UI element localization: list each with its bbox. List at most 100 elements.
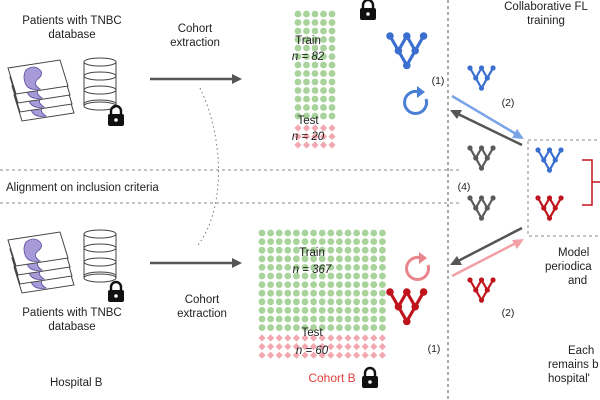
- train-sample: [303, 78, 310, 86]
- train-sample: [293, 229, 300, 237]
- cohort-b-label: Cohort B: [308, 371, 356, 385]
- train-sample: [318, 307, 326, 314]
- train-sample: [310, 255, 317, 263]
- train-sample: [258, 307, 266, 314]
- train-sample: [258, 229, 266, 237]
- train-sample: [328, 53, 336, 60]
- train-sample: [318, 238, 326, 246]
- train-sample: [344, 298, 352, 306]
- train-sample: [267, 315, 274, 323]
- model-text-line3: and: [568, 275, 588, 287]
- test-sample: [292, 351, 300, 359]
- train-sample: [303, 27, 310, 35]
- train-sample: [318, 289, 326, 297]
- model-network-icon-red-aggregate: [535, 195, 564, 221]
- download-arrow-gray-top: [450, 110, 523, 147]
- train-sample: [275, 229, 283, 237]
- model-network-icon-gray-top: [467, 145, 496, 171]
- train-sample: [370, 229, 378, 237]
- train-sample: [370, 272, 378, 280]
- train-sample: [320, 104, 327, 111]
- test-sample: [370, 334, 378, 342]
- model-network-icon-blue-small: [467, 65, 496, 91]
- train-sample: [353, 255, 360, 263]
- train-sample: [284, 324, 292, 331]
- train-sample: [336, 315, 343, 323]
- train-sample: [303, 53, 310, 60]
- train-sample: [318, 324, 326, 331]
- train-sample: [320, 27, 327, 35]
- train-sample: [294, 27, 302, 35]
- train-sample: [370, 307, 378, 314]
- train-sample: [353, 272, 360, 280]
- train-sample: [353, 246, 360, 254]
- test-sample: [344, 351, 352, 359]
- train-sample: [293, 298, 300, 306]
- train-sample: [258, 289, 266, 297]
- test-sample: [310, 343, 318, 351]
- test-sample: [353, 351, 361, 359]
- train-sample: [267, 238, 274, 246]
- train-label-top: Train: [295, 35, 321, 47]
- test-sample: [328, 141, 336, 149]
- alignment-curve: [197, 87, 219, 246]
- train-sample: [328, 70, 336, 77]
- train-sample: [267, 264, 274, 271]
- train-sample: [318, 272, 326, 280]
- test-sample: [284, 343, 292, 351]
- train-sample: [361, 324, 369, 331]
- train-sample: [294, 112, 302, 120]
- train-sample: [320, 70, 327, 77]
- test-sample: [311, 124, 319, 132]
- train-sample: [258, 238, 266, 246]
- train-sample: [294, 104, 302, 111]
- train-sample: [258, 255, 266, 263]
- train-sample: [370, 255, 378, 263]
- train-sample: [336, 255, 343, 263]
- model-text-line1: Model: [558, 247, 590, 259]
- model-network-icon-gray-bottom: [467, 195, 496, 221]
- train-sample: [336, 229, 343, 237]
- test-sample: [327, 334, 335, 342]
- test-sample: [294, 132, 302, 141]
- test-sample: [319, 132, 328, 141]
- train-sample: [310, 298, 317, 306]
- test-n-bottom: n = 60: [295, 345, 329, 357]
- train-sample: [353, 324, 360, 331]
- train-sample: [294, 70, 302, 77]
- train-n-bottom: n = 367: [292, 264, 332, 276]
- test-sample: [284, 334, 292, 342]
- test-sample: [319, 124, 328, 132]
- model-text-line2: periodica: [545, 261, 592, 273]
- cohort-a-samples: [294, 10, 336, 149]
- train-sample: [293, 324, 300, 331]
- train-sample: [310, 289, 317, 297]
- train-sample: [284, 289, 292, 297]
- train-sample: [370, 264, 378, 271]
- refresh-icon-blue: [403, 86, 429, 115]
- train-sample: [344, 307, 352, 314]
- train-sample: [327, 289, 335, 297]
- train-sample: [361, 281, 369, 288]
- upload-arrow-pink: [451, 239, 524, 278]
- test-sample: [353, 343, 361, 351]
- train-sample: [336, 272, 343, 280]
- icons-layer: [7, 0, 564, 388]
- train-sample: [310, 315, 317, 323]
- test-sample: [328, 124, 336, 132]
- train-sample: [303, 112, 310, 120]
- train-sample: [267, 281, 274, 288]
- train-sample: [327, 281, 335, 288]
- aggregation-box: [527, 139, 600, 237]
- document-stack-icon-top: [7, 59, 75, 122]
- test-sample: [258, 343, 266, 351]
- train-sample: [379, 246, 386, 254]
- train-sample: [311, 53, 319, 60]
- train-sample: [318, 298, 326, 306]
- train-sample: [293, 281, 300, 288]
- train-sample: [258, 272, 266, 280]
- train-sample: [353, 307, 360, 314]
- test-sample: [310, 334, 318, 342]
- train-sample: [301, 324, 309, 331]
